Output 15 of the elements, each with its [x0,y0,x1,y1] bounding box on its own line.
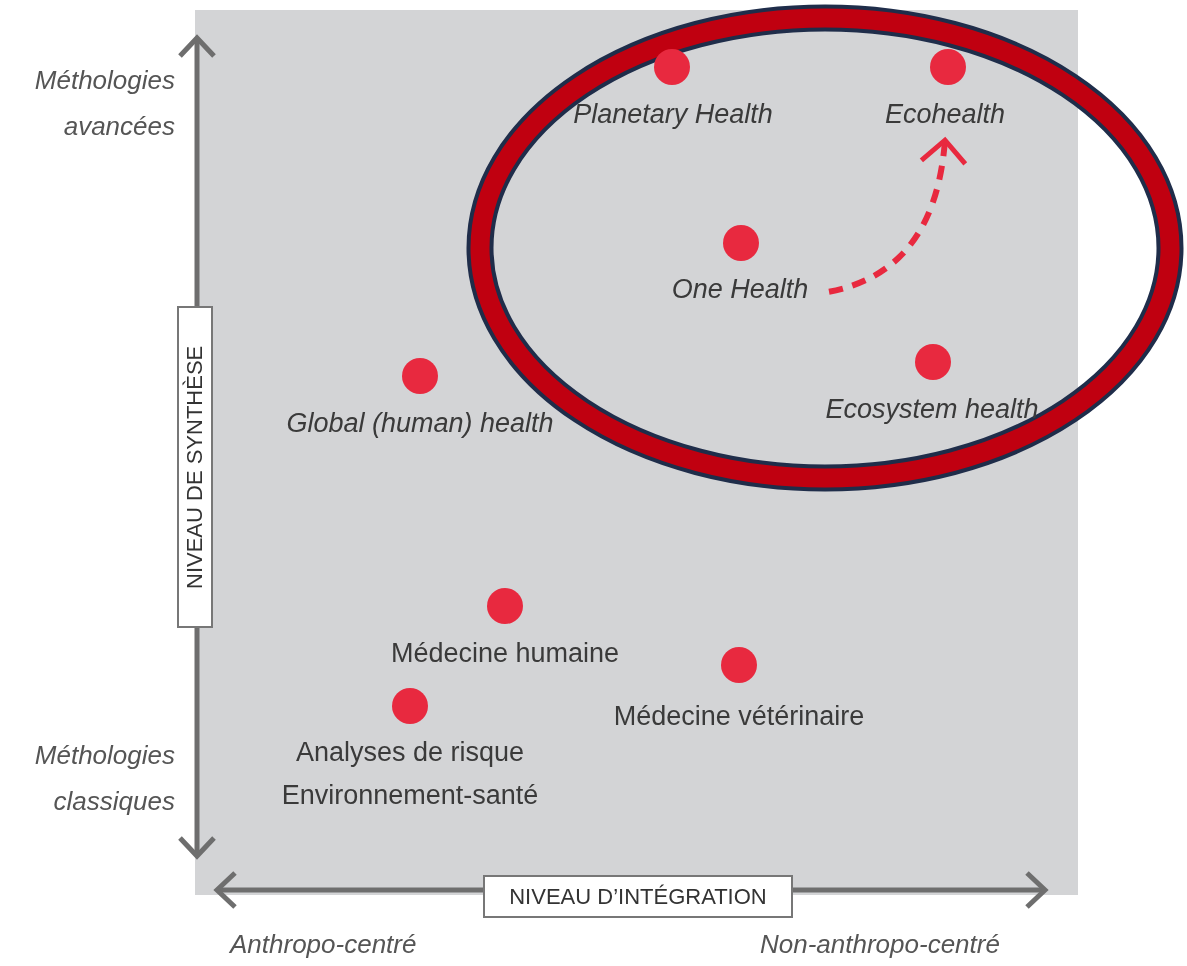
point-label: Planetary Health [523,93,823,137]
point-label: One Health [655,268,825,312]
point-label: Ecosystem health [782,388,1082,432]
point-label: Médecine vétérinaire [579,695,899,739]
point-label: Médecine humaine [355,632,655,676]
axis-end-label: Méthologies avancées [33,64,175,143]
axis-title: NIVEAU D’INTÉGRATION [483,875,793,918]
point-label: Analyses de risque Environnement-santé [270,731,550,818]
axis-end-label: Anthropo-centré [230,928,418,961]
point-label: Global (human) health [260,402,580,446]
axis-title: NIVEAU DE SYNTHÈSE [177,306,213,628]
axis-end-label: Non-anthropo-centré [760,928,1001,961]
point-label: Ecohealth [845,93,1045,137]
axis-end-label: Méthologies classiques [33,739,175,818]
dashed-arrow [828,137,967,295]
